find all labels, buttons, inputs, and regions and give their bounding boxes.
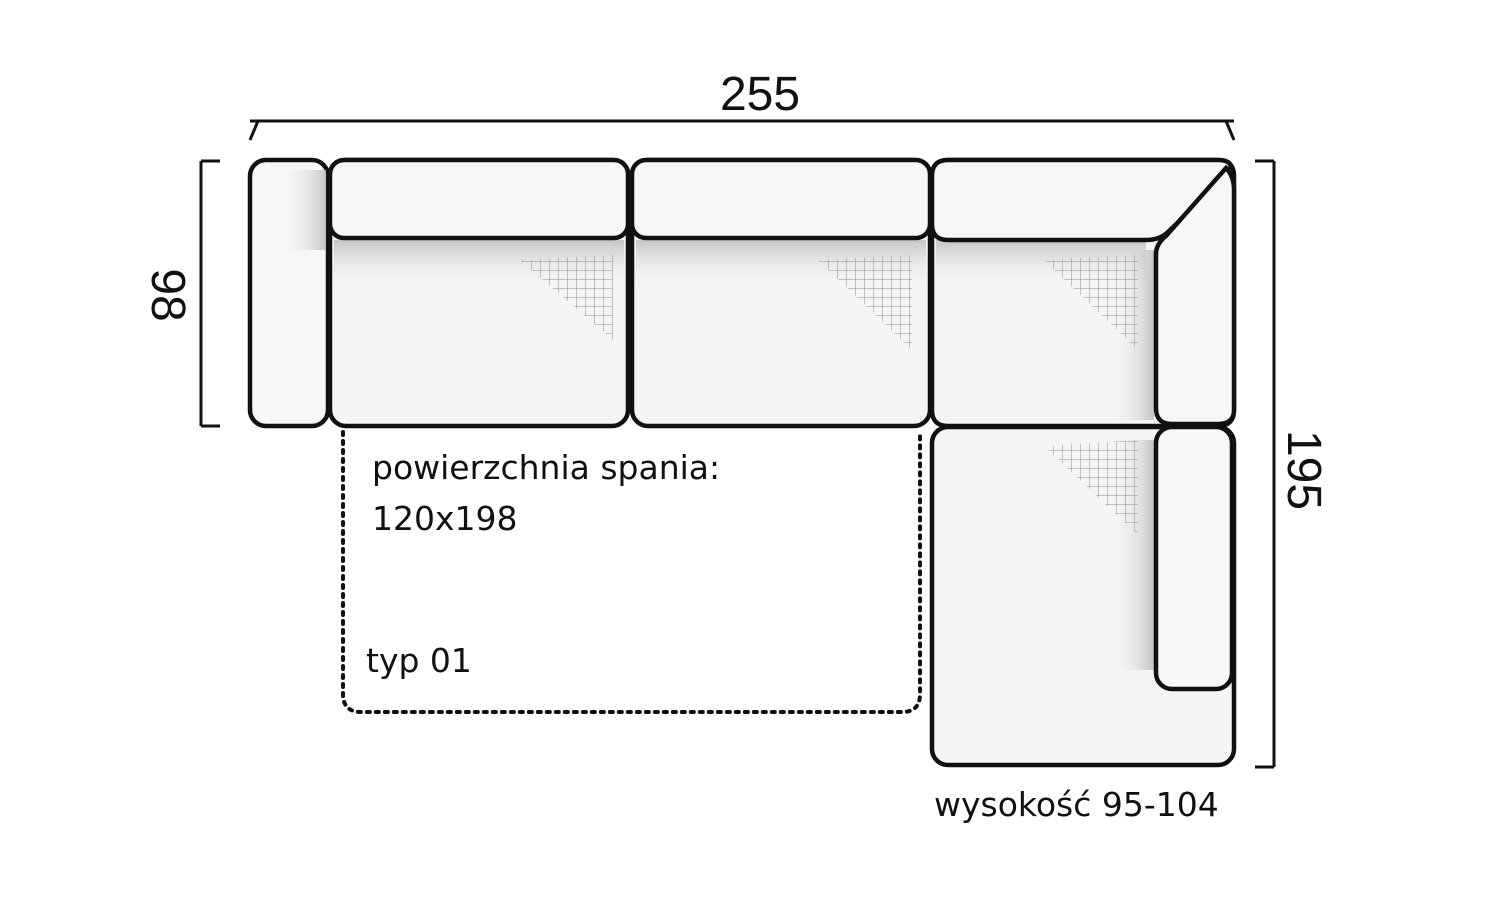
- sleeping-area-size: 120x198: [372, 499, 518, 538]
- stitch-2: [818, 255, 912, 350]
- stitch-3: [1044, 255, 1138, 350]
- type-label: typ 01: [366, 641, 472, 680]
- depth-dimension: 98: [141, 159, 220, 428]
- length-value: 195: [1277, 430, 1330, 510]
- stitch-4: [1044, 440, 1138, 535]
- backrest-1: [327, 157, 631, 241]
- stitch-1: [520, 255, 613, 340]
- sleeping-area-outline: [341, 430, 922, 714]
- corner-side-backrest: [1153, 164, 1237, 427]
- corner-backrest: [929, 157, 1233, 243]
- width-value: 255: [720, 68, 800, 121]
- backrest-2: [629, 157, 933, 241]
- chaise-backrest: [1153, 424, 1235, 692]
- depth-value: 98: [141, 268, 194, 321]
- height-label: wysokość 95-104: [934, 785, 1219, 824]
- sofa-layout: [247, 157, 1237, 768]
- sleeping-area-label: powierzchnia spania:: [372, 448, 720, 487]
- length-dimension: 195: [1255, 159, 1330, 769]
- width-dimension: 255: [248, 68, 1236, 141]
